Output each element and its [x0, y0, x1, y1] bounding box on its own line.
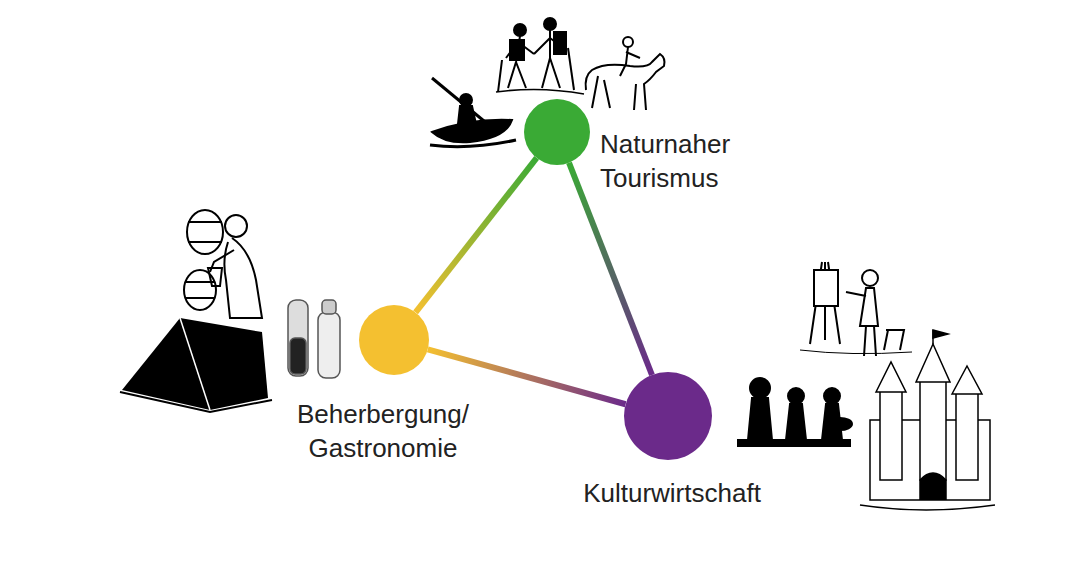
kayak-figure — [430, 78, 516, 147]
salt-pepper-figure — [288, 300, 340, 378]
band-figure — [738, 378, 852, 446]
node-circle: Kulturwirtschaft — [624, 372, 712, 460]
node-label: Kulturwirtschaft — [583, 476, 761, 510]
node-circle: Beherbergung/ Gastronomie — [359, 305, 429, 375]
connector-line — [416, 158, 537, 312]
tent-figure — [120, 318, 272, 412]
hikers-figure — [496, 18, 584, 94]
painter-figure — [800, 262, 912, 356]
node-circle: Naturnaher Tourismus — [524, 99, 590, 165]
castle-figure — [860, 330, 995, 510]
connector-line — [428, 349, 626, 404]
innkeeper-figure — [184, 210, 262, 318]
node-label: Beherbergung/ Gastronomie — [268, 397, 498, 465]
horse-rider-figure — [586, 37, 665, 110]
node-label: Naturnaher Tourismus — [600, 127, 770, 195]
connector-line — [569, 163, 652, 375]
